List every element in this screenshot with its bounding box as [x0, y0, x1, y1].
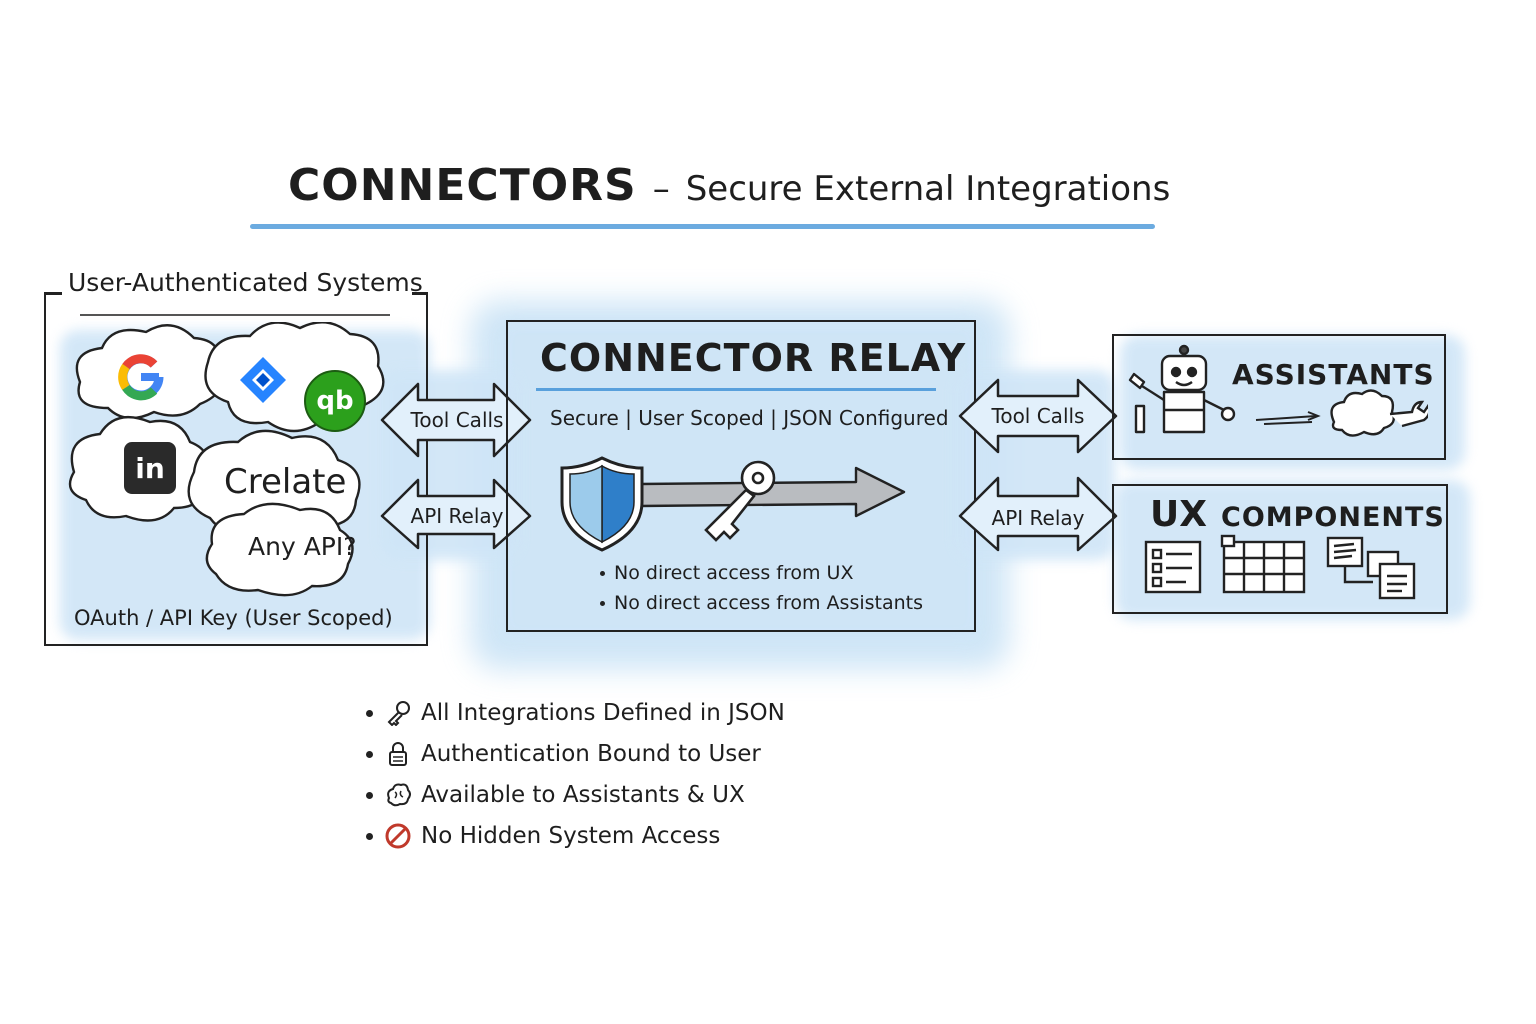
quickbooks-text: qb	[316, 386, 354, 416]
no-entry-icon	[385, 823, 411, 849]
linkedin-text: in	[135, 451, 165, 485]
ux-title: UX COMPONENTS	[1150, 494, 1445, 535]
left-arrow-api-relay-label: API Relay	[410, 504, 504, 528]
left-panel-heading: User-Authenticated Systems	[68, 268, 423, 297]
lock-icon	[389, 742, 407, 766]
left-arrow-tool-calls-label: Tool Calls	[410, 408, 504, 432]
relay-bullet-1-text: No direct access from UX	[614, 562, 854, 584]
feature-item-json: All Integrations Defined in JSON	[366, 700, 785, 726]
relay-title: CONNECTOR RELAY	[540, 336, 967, 380]
right-arrow-api-relay	[958, 476, 1118, 552]
ux-title-prefix: UX	[1150, 494, 1207, 535]
bullet-dot	[366, 791, 373, 799]
assistants-graphic	[1128, 344, 1428, 437]
feature-item-available-text: Available to Assistants & UX	[421, 782, 745, 808]
title-underline	[250, 224, 1155, 229]
title-sub: Secure External Integrations	[685, 169, 1171, 209]
jira-logo	[240, 357, 286, 403]
right-arrow-icon	[638, 466, 906, 518]
right-arrow-api-relay-label: API Relay	[991, 506, 1085, 530]
cloud-any-api	[205, 502, 354, 597]
bullet-dot	[366, 750, 373, 758]
quickbooks-logo: qb	[304, 370, 366, 432]
robot-icon	[1128, 344, 1236, 434]
bullet-dot	[366, 709, 373, 717]
brain-wrench-icon	[1330, 389, 1428, 437]
right-arrow-tool-calls	[958, 378, 1118, 454]
feature-item-no-hidden: No Hidden System Access	[366, 823, 720, 849]
left-panel	[44, 292, 428, 646]
google-logo	[118, 354, 164, 401]
left-heading-underline	[80, 314, 390, 316]
relay-bullet-2: No direct access from Assistants	[600, 592, 923, 614]
right-arrow-tool-calls-label: Tool Calls	[991, 404, 1085, 428]
left-panel-top-right	[412, 292, 428, 295]
table-icon	[1220, 534, 1306, 594]
form-icon	[1144, 540, 1202, 594]
relay-graphic	[560, 456, 906, 552]
relay-subtitle: Secure | User Scoped | JSON Configured	[550, 406, 949, 430]
key-icon	[387, 701, 410, 726]
feature-item-available: Available to Assistants & UX	[366, 782, 745, 808]
feature-item-json-text: All Integrations Defined in JSON	[421, 700, 785, 726]
linkedin-logo: in	[124, 442, 176, 494]
left-arrow-api-relay	[380, 478, 532, 550]
ux-graphic	[1144, 534, 1416, 600]
ux-box	[1112, 484, 1448, 614]
bullet-dot	[600, 600, 605, 606]
brain-icon	[387, 783, 411, 807]
relay-bullet-1: No direct access from UX	[600, 562, 853, 584]
cloud-crelate-label: Crelate	[224, 462, 347, 502]
title-main: CONNECTORS	[288, 160, 637, 211]
assistants-box	[1112, 334, 1446, 460]
relay-box	[506, 320, 976, 632]
key-icon	[704, 460, 776, 542]
left-arrows	[380, 382, 532, 550]
feature-item-no-hidden-text: No Hidden System Access	[421, 823, 721, 849]
left-arrow-tool-calls	[380, 382, 532, 458]
cloud-any-api-label: Any API?	[248, 532, 357, 561]
flow-icon	[1326, 536, 1416, 600]
feature-item-auth-text: Authentication Bound to User	[421, 741, 761, 767]
page-title: CONNECTORS – Secure External Integration…	[288, 160, 1170, 220]
relay-bullet-2-text: No direct access from Assistants	[614, 592, 924, 614]
bullet-dot	[600, 570, 605, 576]
relay-title-underline	[536, 388, 936, 391]
left-panel-footer: OAuth / API Key (User Scoped)	[74, 606, 393, 630]
left-panel-top-left	[44, 292, 62, 295]
title-dash: –	[652, 169, 670, 209]
ux-title-text: COMPONENTS	[1221, 502, 1445, 533]
assistants-title: ASSISTANTS	[1232, 358, 1435, 391]
bullet-dot	[366, 832, 373, 840]
feature-item-auth: Authentication Bound to User	[366, 741, 761, 767]
right-arrows	[958, 378, 1118, 552]
arrow-icon	[1255, 411, 1321, 425]
